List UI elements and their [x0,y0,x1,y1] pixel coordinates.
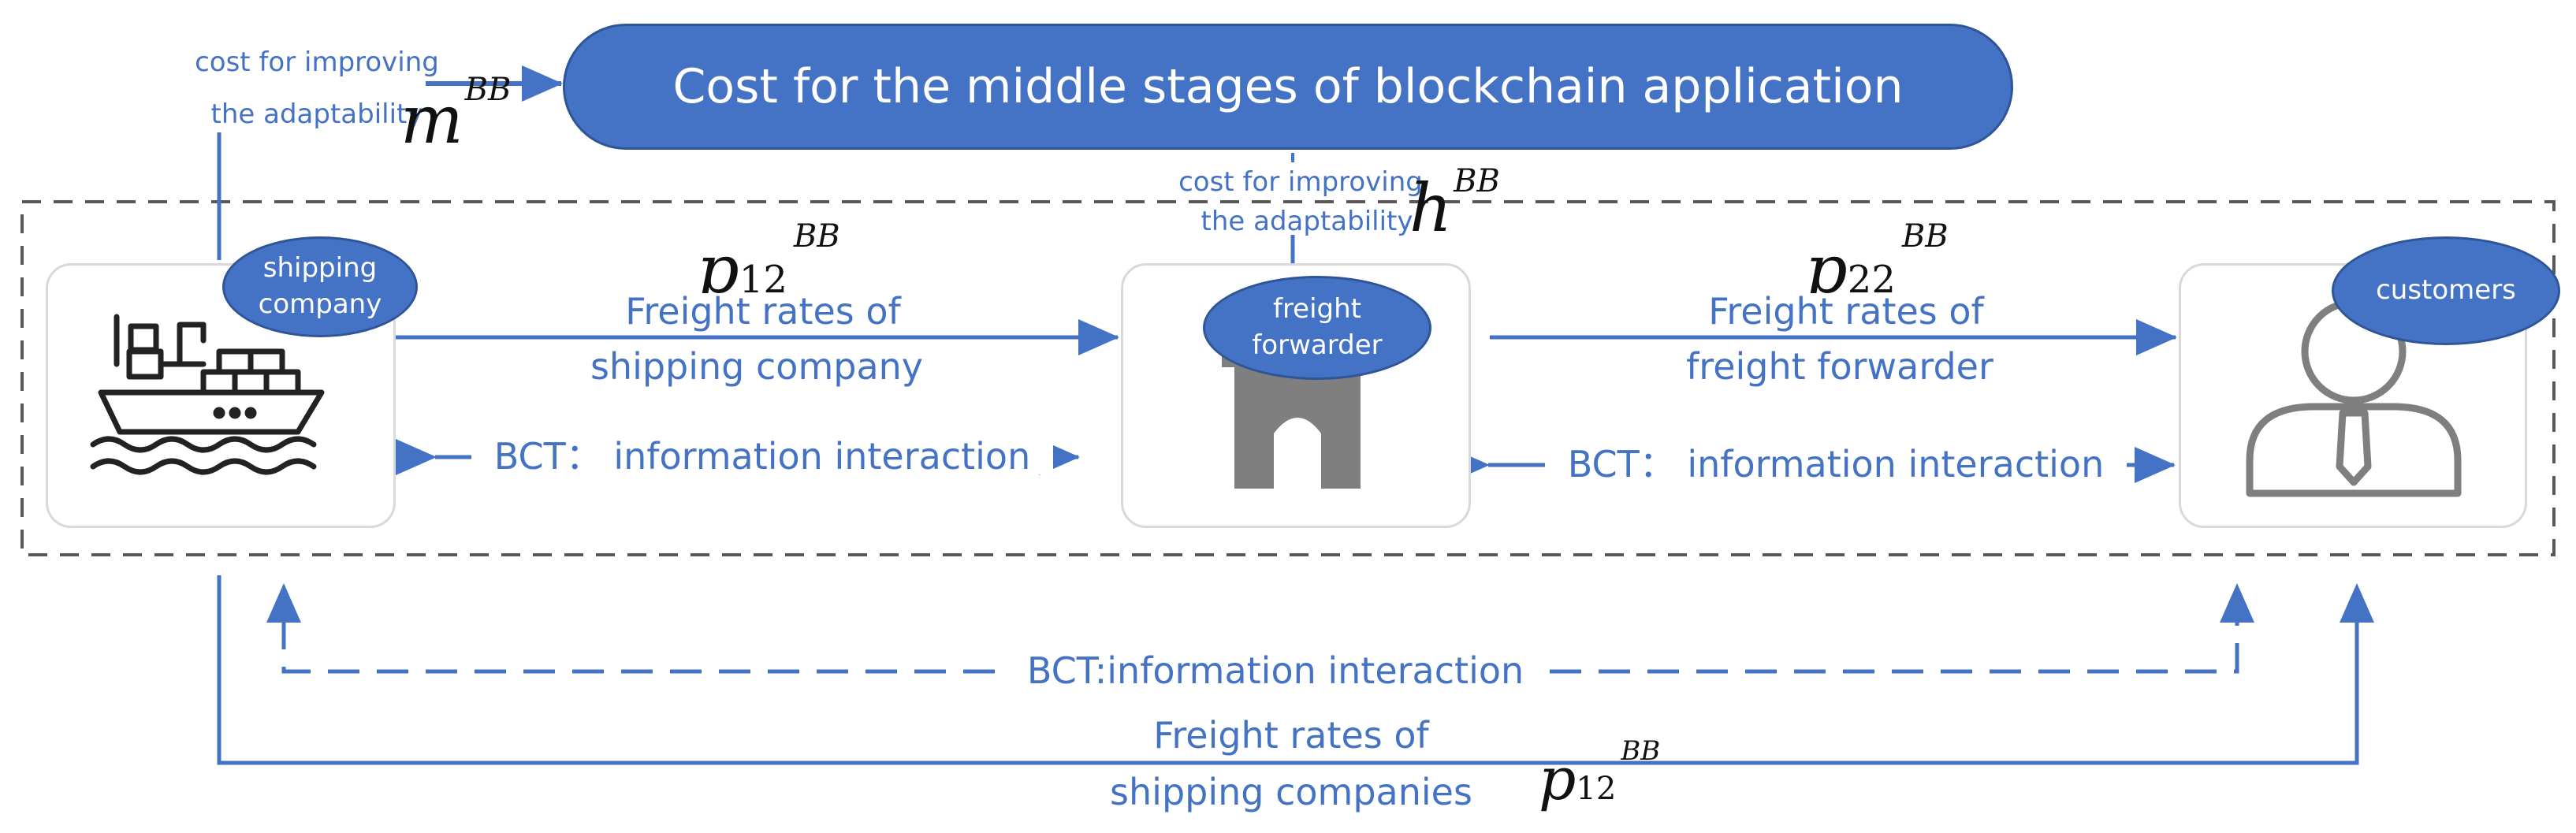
banner-text: Cost for the middle stages of blockchain… [672,59,1904,114]
var-p12-main: p [697,231,739,308]
fwd-cust-info-label: BCT： information interaction [1545,446,2127,482]
ship-fwd-price-line1: Freight rates of [583,293,943,329]
var-m-sup: BB [464,72,512,108]
var-h-main: h [1409,169,1453,247]
left-adaptability-line1: cost for improving [195,46,439,78]
var-h-bb: hBB [1409,165,1500,241]
left-adaptability-line2: the adaptability [210,99,423,130]
var-m-bb: mBB [400,74,511,153]
center-adaptability-line1: cost for improving [1160,169,1441,195]
ship-cust-price-line1: Freight rates of [1088,717,1495,753]
var-p12-bb-ship-cust: p12BB [1539,738,1660,809]
ship-fwd-info-label: BCT： information interaction [471,438,1053,474]
forwarder-badge-line1: freight [1272,293,1361,325]
var-p12-sub: 12 [739,258,787,302]
blockchain-middle-stage-cost-banner: Cost for the middle stages of blockchain… [563,24,2013,150]
shipping-badge-line1: shipping [262,252,378,284]
ship-cust-info-label: BCT:information interaction [1001,653,1550,689]
ship-fwd-price-line2: shipping company [590,345,924,388]
var-p22-sub: 22 [1847,258,1896,302]
customers-badge-label: customers [2376,274,2516,307]
ship-to-cust-price-path [217,575,2359,765]
blockchain-scope-frame [20,200,2556,556]
var-p12b-sup: BB [1621,735,1661,767]
cargo-ship-icon [90,314,325,475]
var-m-main: m [400,81,463,158]
fwd-cust-price-line2: freight forwarder [1686,345,1993,388]
var-p22-sup: BB [1901,218,1949,255]
customers-badge: customers [2332,236,2560,345]
var-p22-main: p [1805,231,1848,308]
ship-cust-info-arrowhead-right [2220,583,2254,623]
var-p12b-sub: 12 [1576,771,1617,807]
shipping-badge-line2: company [258,288,382,320]
ship-cust-price-line2: shipping companies [1069,774,1513,810]
var-p22-bb: p22BB [1805,221,1949,303]
freight-forwarder-badge: freight forwarder [1203,276,1431,380]
var-p12b-main: p [1539,746,1576,813]
ship-to-cust-price-arrowhead [2340,583,2374,623]
shipping-company-badge: shipping company [222,236,418,337]
fwd-cust-price-line1: Freight rates of [1666,293,2026,329]
ship-cust-info-arrowhead-left [266,583,301,623]
center-adaptability-line2: the adaptability [1182,208,1431,235]
var-p12-sup: BB [793,218,840,255]
var-h-sup: BB [1454,163,1500,199]
var-p12-bb-ship-fwd: p12BB [697,221,840,303]
forwarder-badge-line2: forwarder [1252,329,1383,361]
